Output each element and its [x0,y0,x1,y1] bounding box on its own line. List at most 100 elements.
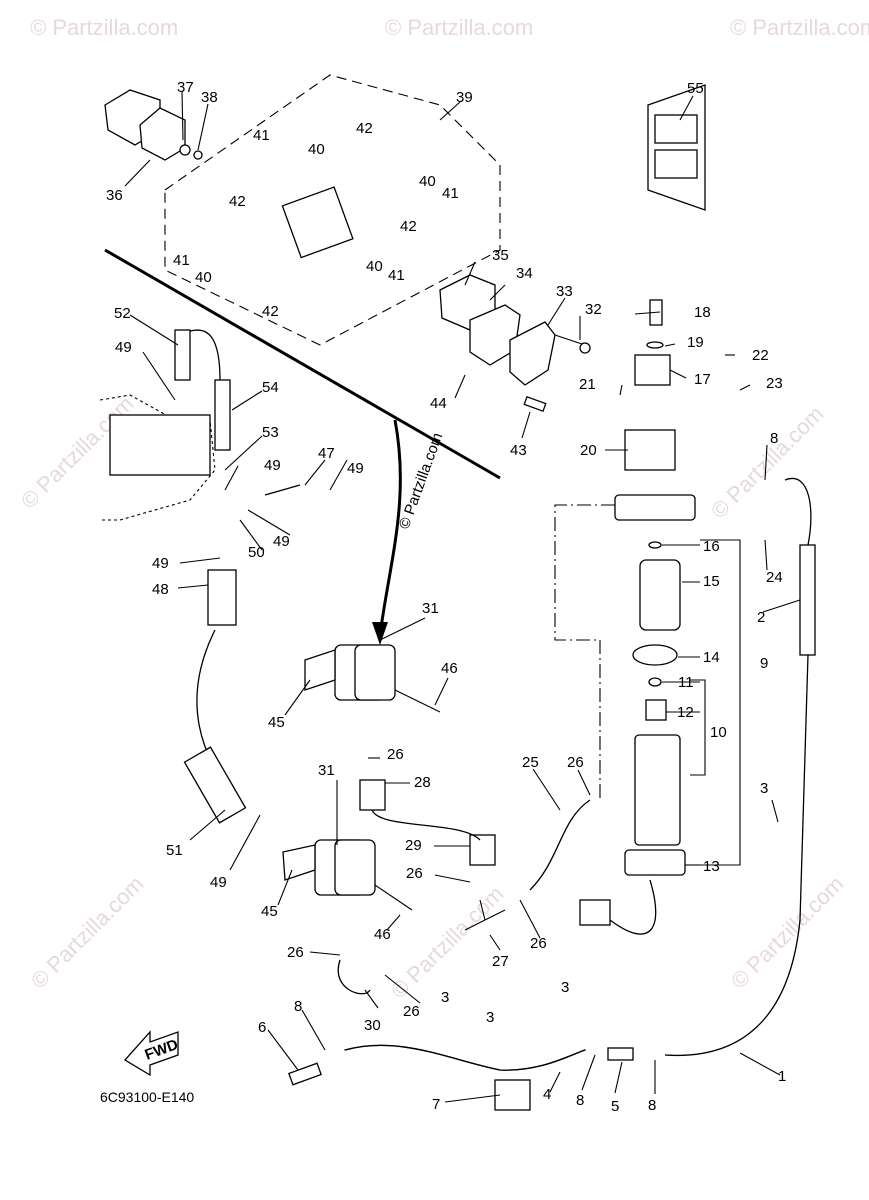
screw-32 [554,334,586,346]
joint-5 [607,1047,634,1061]
hose-30 [337,959,371,995]
callout-46: 46 [441,660,458,677]
callout-22: 22 [752,347,769,364]
callout-42: 42 [262,303,279,320]
callout-21: 21 [579,376,596,393]
section-divider-line [104,248,501,480]
callout-53: 53 [262,424,279,441]
oring-14 [632,644,678,666]
callout-13: 13 [703,858,720,875]
callout-40: 40 [195,269,212,286]
watermark-text: © Partzilla.com [386,881,509,1004]
sensor-wire [609,879,657,935]
callout-26: 26 [406,865,423,882]
callout-15: 15 [703,573,720,590]
callout-40: 40 [419,173,436,190]
engine-block-outline [99,394,216,521]
callout-32: 32 [585,301,602,318]
callout-43: 43 [510,442,527,459]
washer-37 [179,144,191,156]
callout-31: 31 [318,762,335,779]
callout-50: 50 [248,544,265,561]
spring-11 [648,677,662,687]
tee-joint-27 [464,899,506,931]
callout-24: 24 [766,569,783,586]
fuel-pump-upper-31 [304,644,441,713]
callout-20: 20 [580,442,597,459]
callout-8: 8 [576,1092,584,1109]
callout-42: 42 [356,120,373,137]
callout-labels: 1 2 3 3 3 3 4 5 6 7 8 8 8 8 9 10 11 12 1… [106,79,786,1115]
bracket-20 [624,429,676,471]
bracket-line [554,504,615,800]
pointer-arrowhead [372,622,388,645]
joint-28 [359,779,386,811]
callout-49: 49 [347,460,364,477]
callout-55: 55 [687,80,704,97]
pointer-arrow-line [378,419,402,636]
callout-47: 47 [318,445,335,462]
callout-1: 1 [778,1068,786,1085]
watermark-group: © Partzilla.com © Partzilla.com © Partzi… [16,15,869,1004]
callout-41: 41 [442,185,459,202]
watermark-text: © Partzilla.com [385,15,533,40]
pump-cover-parts [104,89,591,413]
callout-49: 49 [210,874,227,891]
callout-10: 10 [710,724,727,741]
callout-49: 49 [115,339,132,356]
callout-11: 11 [678,674,694,691]
spring-38 [193,150,203,160]
pump-kit-outline [164,74,501,346]
callout-29: 29 [405,837,422,854]
bracket-17 [634,354,671,386]
callout-17: 17 [694,371,711,388]
callout-3: 3 [561,979,569,996]
callout-12: 12 [677,704,694,721]
hose-48 [207,569,237,626]
leader-lines [124,91,801,1103]
clip-7 [494,1079,531,1111]
callout-48: 48 [152,581,169,598]
callout-44: 44 [430,395,447,412]
callout-5: 5 [611,1098,619,1115]
callout-26: 26 [567,754,584,771]
callout-8: 8 [770,430,778,447]
callout-4: 4 [543,1086,551,1103]
float-12 [645,699,667,721]
callout-31: 31 [422,600,439,617]
callout-27: 27 [492,953,509,970]
callout-41: 41 [173,252,190,269]
hose-4-inner [344,1044,586,1071]
callout-41: 41 [253,127,270,144]
hose-2 [799,544,816,656]
callout-46: 46 [374,926,391,943]
diagram-code: 6C93100-E140 [100,1089,194,1105]
connector-6 [288,1062,322,1086]
callout-19: 19 [687,334,704,351]
hose-connector [371,809,481,841]
callout-52: 52 [114,305,131,322]
filter-cup-10 [634,734,681,846]
callout-18: 18 [694,304,711,321]
callout-35: 35 [492,247,509,264]
joint-29 [469,834,496,866]
watermark-text: © Partzilla.com [726,871,849,994]
filter-head-20 [614,494,696,521]
oring-16 [648,541,662,549]
washer-19 [646,341,664,349]
fwd-arrow: FWD [123,1030,181,1077]
callout-8: 8 [294,998,302,1015]
callout-6: 6 [258,1019,266,1036]
callout-3: 3 [760,780,768,797]
ring-nut-13 [624,849,686,876]
callout-42: 42 [400,218,417,235]
callout-16: 16 [703,538,720,555]
hose-1 [664,654,809,1057]
hose-25 [529,799,591,891]
engine-block [109,414,211,476]
callout-36: 36 [106,187,123,204]
hose-54 [214,379,231,451]
callout-34: 34 [516,265,533,282]
callout-45: 45 [261,903,278,920]
